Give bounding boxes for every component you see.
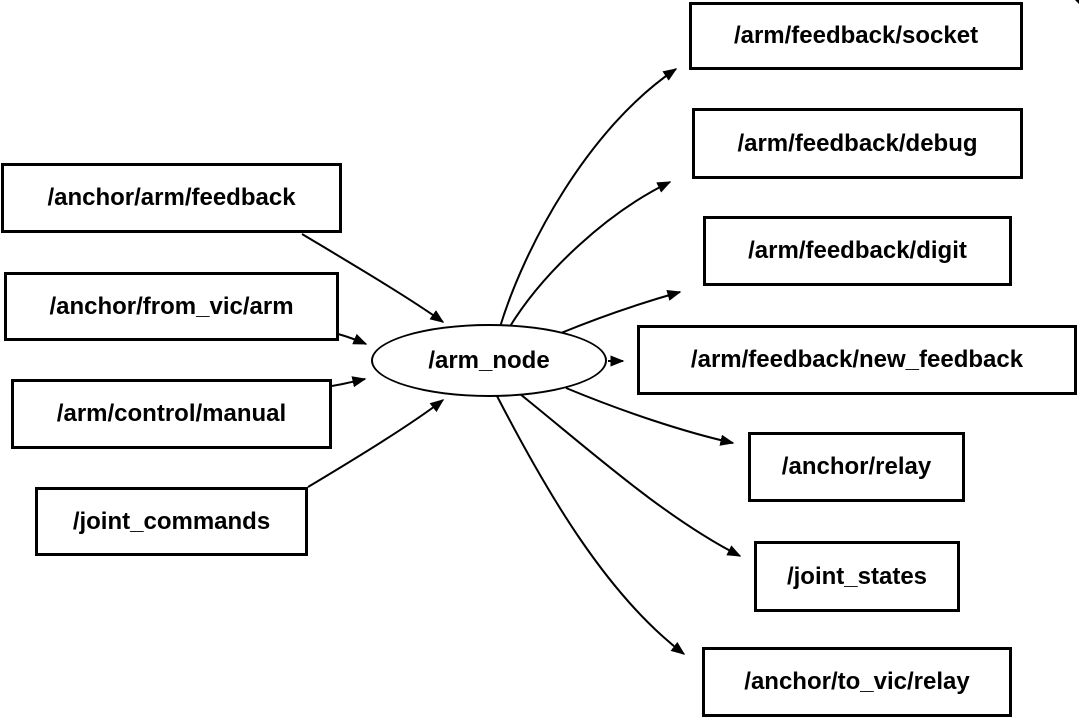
- cropped-edge-mark: [1075, 0, 1079, 4]
- topic-label: /joint_states: [786, 562, 928, 590]
- topic-node-anchor-from-vic-arm: /anchor/from_vic/arm: [4, 272, 339, 341]
- topic-label: /anchor/arm/feedback: [47, 184, 296, 211]
- edge-anchor-arm-feedback-to-arm-node: [301, 233, 445, 323]
- edge-arm-node-to-feedback-digit: [560, 290, 682, 334]
- topic-node-anchor-to-vic-relay: /anchor/to_vic/relay: [702, 647, 1012, 717]
- topic-node-anchor-arm-feedback: /anchor/arm/feedback: [1, 163, 342, 233]
- edge-arm-node-to-feedback-socket: [499, 68, 678, 328]
- edge-arm-node-to-anchor-to-vic-relay: [496, 395, 686, 655]
- topic-node-anchor-relay: /anchor/relay: [748, 432, 965, 502]
- edge-anchor-from-vic-arm-to-arm-node: [337, 333, 368, 345]
- topic-label: /anchor/to_vic/relay: [744, 668, 970, 695]
- topic-node-joint-states: /joint_states: [754, 541, 960, 612]
- topic-node-arm-feedback-socket: /arm/feedback/socket: [689, 2, 1023, 70]
- edge-arm-control-manual-to-arm-node: [331, 376, 367, 388]
- edge-arm-node-to-joint-states: [519, 393, 742, 557]
- topic-label: /arm/feedback/socket: [733, 22, 979, 49]
- topic-label: /anchor/from_vic/arm: [49, 292, 294, 320]
- topic-label: /anchor/relay: [781, 453, 932, 480]
- node-label: /arm_node: [428, 346, 550, 374]
- node-arm-node: /arm_node: [371, 324, 607, 397]
- topic-label: /arm/feedback/debug: [737, 129, 978, 157]
- topic-label: /joint_commands: [72, 507, 271, 535]
- topic-label: /arm/feedback/new_feedback: [690, 346, 1024, 373]
- topic-node-arm-feedback-new-feedback: /arm/feedback/new_feedback: [637, 325, 1077, 395]
- edge-joint-commands-to-arm-node: [307, 399, 445, 488]
- topic-node-arm-feedback-debug: /arm/feedback/debug: [692, 108, 1023, 179]
- edge-arm-node-to-anchor-relay: [565, 387, 735, 446]
- topic-label: /arm/control/manual: [56, 400, 287, 427]
- topic-node-arm-control-manual: /arm/control/manual: [11, 379, 332, 449]
- topic-node-joint-commands: /joint_commands: [35, 487, 308, 556]
- topic-node-arm-feedback-digit: /arm/feedback/digit: [703, 216, 1012, 286]
- topic-label: /arm/feedback/digit: [748, 237, 967, 264]
- edge-arm-node-to-feedback-debug: [508, 181, 672, 329]
